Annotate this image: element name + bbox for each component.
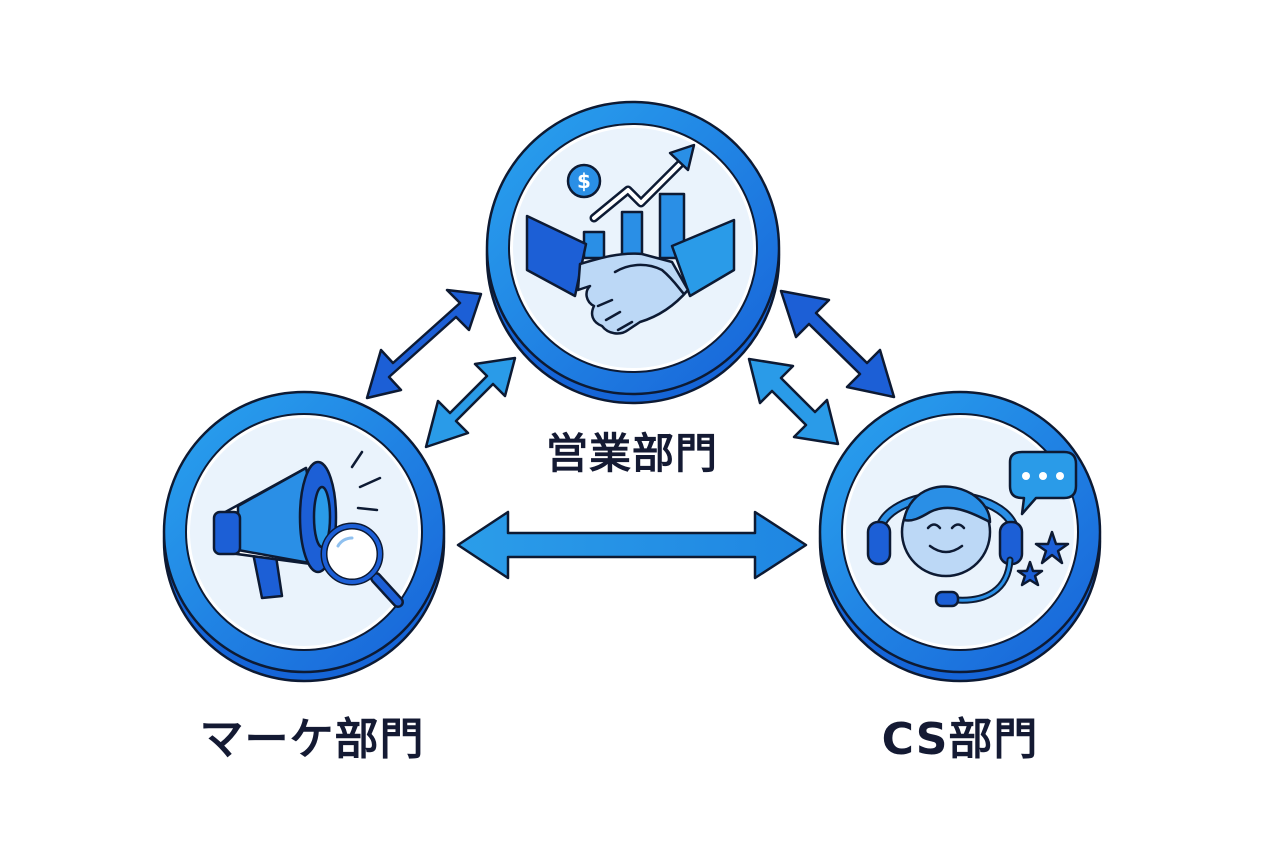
arrow-marketing-sales-outer: [365, 288, 483, 400]
cs-label: CS部門: [881, 714, 1039, 765]
sales-label: 営業部門: [545, 429, 718, 478]
arrow-sales-cs-inner: [747, 357, 840, 446]
megaphone-search-icon: [212, 450, 404, 608]
headset-support-icon: [866, 450, 1078, 608]
svg-text:$: $: [577, 169, 591, 193]
arrow-marketing-cs: [456, 510, 808, 580]
arrow-sales-cs-outer: [779, 289, 896, 399]
marketing-label: マーケ部門: [199, 714, 425, 765]
arrow-marketing-sales-inner: [424, 356, 517, 449]
handshake-growth-icon: $: [525, 143, 736, 335]
